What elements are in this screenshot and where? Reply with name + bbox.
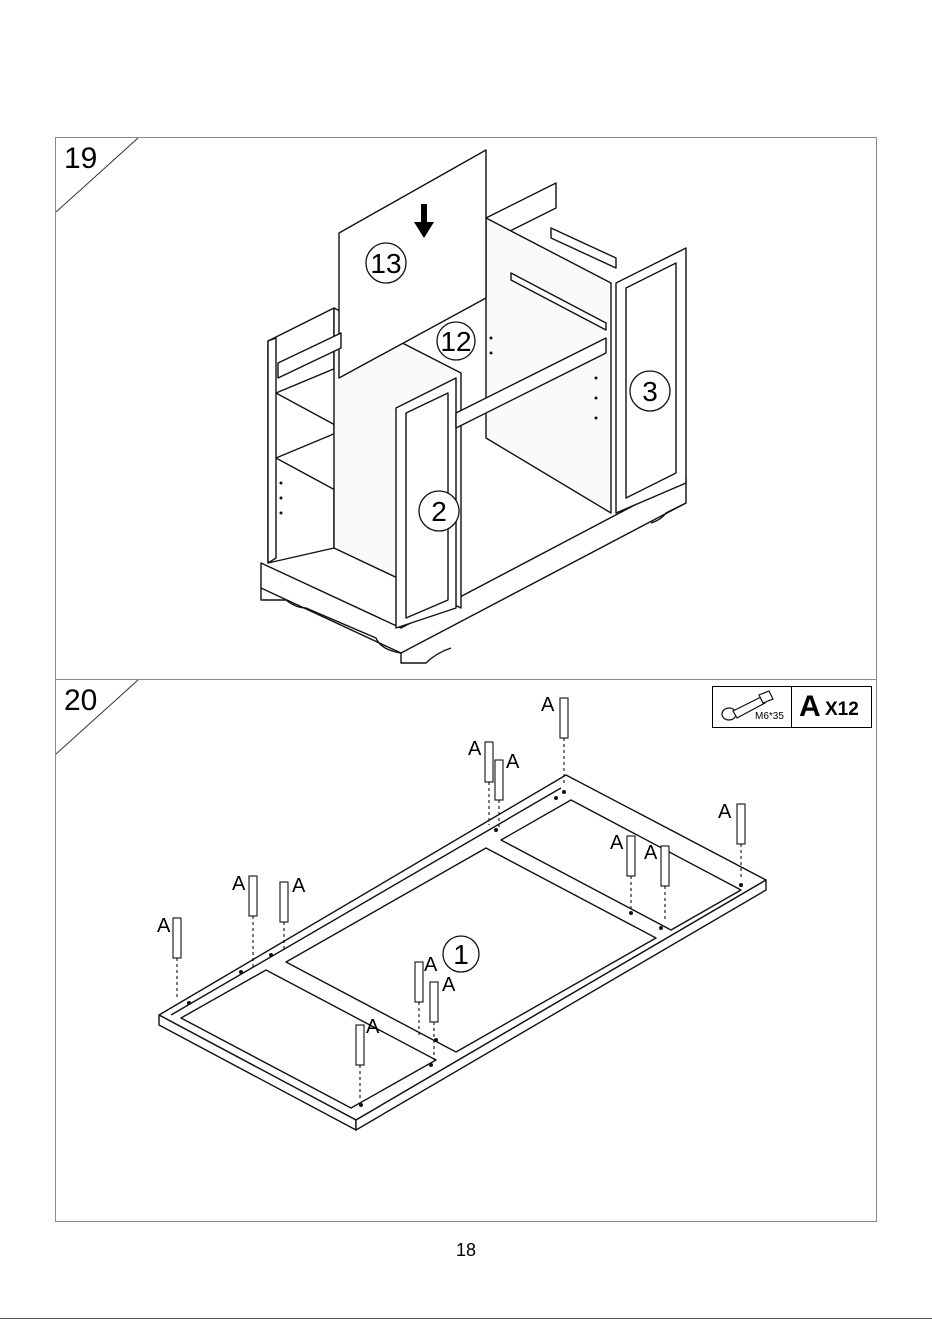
dowel-icon bbox=[173, 918, 181, 1000]
part-label-3: 3 bbox=[642, 376, 658, 407]
part-label-12: 12 bbox=[440, 326, 471, 357]
dowel-label: A bbox=[157, 915, 171, 937]
dowel-label: A bbox=[424, 954, 438, 976]
dowel-label: A bbox=[610, 832, 624, 854]
dowel-label: A bbox=[292, 875, 306, 897]
step-20-panel: 20 M6*35 A X12 bbox=[55, 679, 877, 1222]
step-19-panel: 19 bbox=[55, 137, 877, 680]
dowel-label: A bbox=[468, 738, 482, 760]
dowel-label: A bbox=[541, 694, 555, 716]
part-label-13: 13 bbox=[370, 248, 401, 279]
footer-rule bbox=[0, 1318, 932, 1319]
dowel-label: A bbox=[366, 1016, 380, 1038]
part-label-1: 1 bbox=[453, 939, 469, 970]
dowel-label: A bbox=[506, 751, 520, 773]
frame-assembly-illustration: A A A A A A A A A A A A 1 bbox=[56, 680, 878, 1223]
dowel-label: A bbox=[718, 801, 732, 823]
page-number: 18 bbox=[0, 1240, 932, 1261]
dowel-icon bbox=[485, 742, 493, 825]
dowel-icon bbox=[560, 698, 568, 785]
dowel-label: A bbox=[442, 974, 456, 996]
cabinet-assembly-illustration: 13 12 3 2 bbox=[56, 138, 878, 681]
dowel-label: A bbox=[644, 842, 658, 864]
part-label-2: 2 bbox=[431, 496, 447, 527]
dowel-label: A bbox=[232, 873, 246, 895]
dowel-icon bbox=[249, 876, 257, 968]
